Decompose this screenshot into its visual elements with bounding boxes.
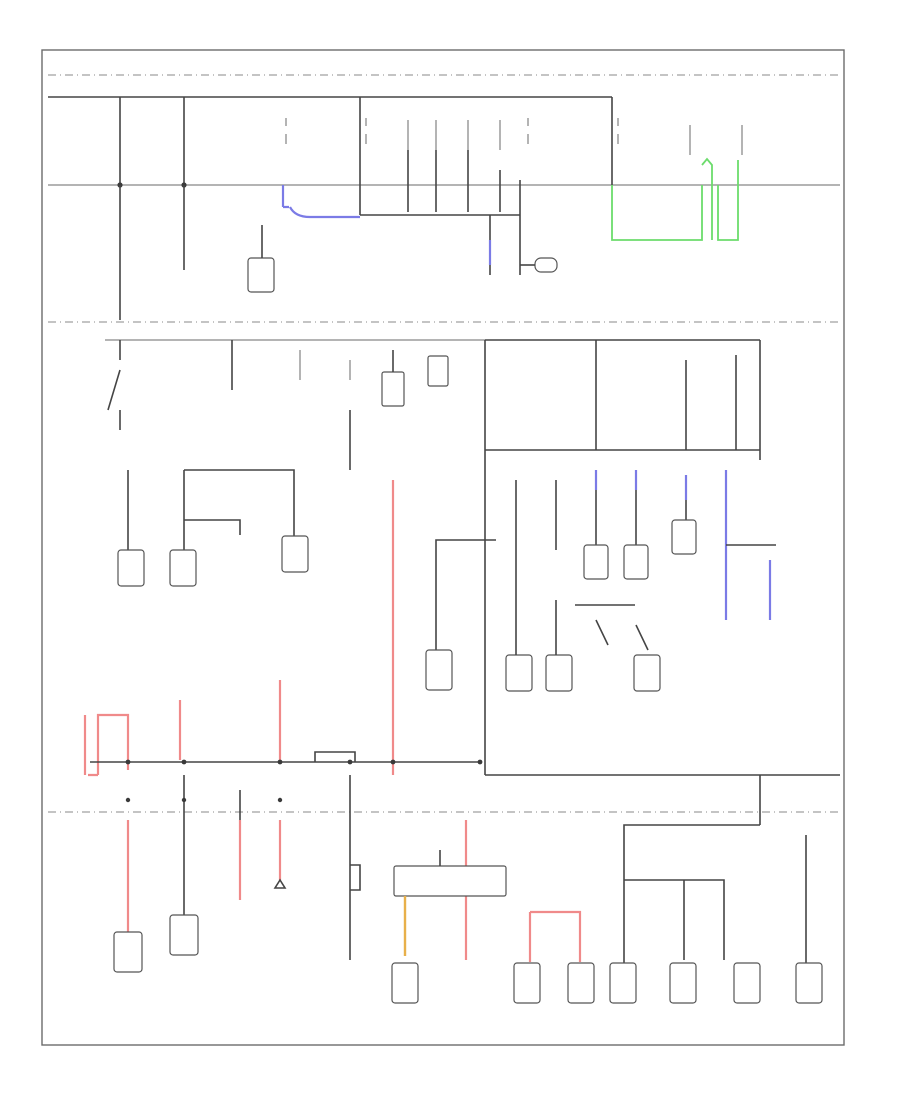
- connector-box-3: [281, 535, 309, 573]
- top-component-1: [247, 257, 275, 293]
- bottom-module-6: [733, 962, 761, 1004]
- bottom-module-3: [567, 962, 595, 1004]
- bottom-module-1: [391, 962, 419, 1004]
- control-unit: [393, 865, 507, 897]
- pressure-switch: [534, 257, 558, 273]
- connector-box-1: [117, 549, 145, 587]
- middle-section: [83, 339, 840, 777]
- connector-box-2: [169, 549, 197, 587]
- module-2: [545, 654, 573, 692]
- switch-b: [623, 544, 649, 580]
- bottom-section: [113, 775, 823, 1004]
- relay-2: [427, 355, 449, 387]
- bottom-connector-2: [169, 914, 199, 956]
- module-left: [425, 649, 453, 691]
- switch-c: [671, 519, 697, 555]
- bottom-module-4: [609, 962, 637, 1004]
- module-3: [633, 654, 661, 692]
- switch-a: [583, 544, 609, 580]
- bottom-module-5: [669, 962, 697, 1004]
- bottom-connector-1: [113, 931, 143, 973]
- module-1: [505, 654, 533, 692]
- bottom-module-2: [513, 962, 541, 1004]
- top-fuse-box: [48, 96, 840, 320]
- bottom-module-7: [795, 962, 823, 1004]
- diagram-frame: [41, 49, 845, 1046]
- relay-1: [381, 371, 405, 407]
